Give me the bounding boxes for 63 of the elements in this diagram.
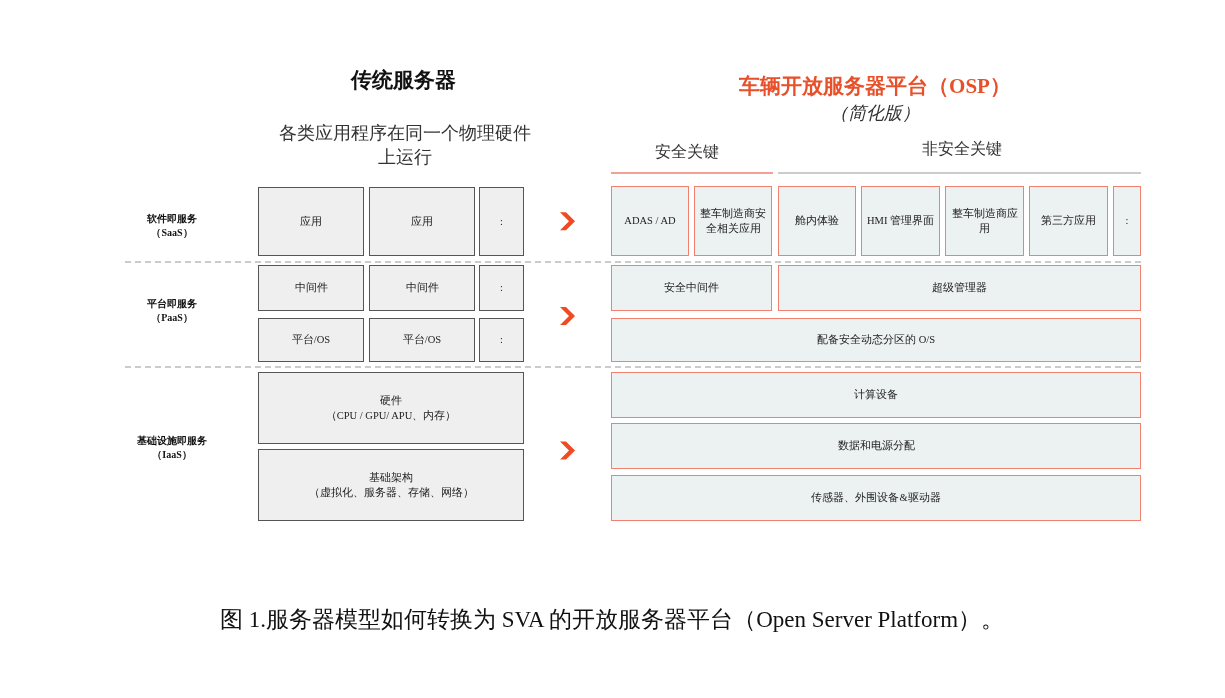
- subheading: （简化版）: [829, 102, 921, 125]
- box-label: 数据和电源分配: [837, 439, 915, 454]
- box-label: 计算设备: [854, 388, 898, 403]
- box-label: 第三方应用: [1041, 214, 1096, 229]
- box-label: （虚拟化、服务器、存储、网络）: [308, 486, 474, 500]
- box-label: 整车制造商安全相关应用: [699, 206, 767, 236]
- box-label: 整车制造商应用: [950, 206, 1019, 236]
- layer-box: [258, 187, 364, 256]
- box-label: （CPU / GPU/ APU、内存）: [325, 409, 457, 423]
- box-label: 安全中间件: [664, 281, 719, 296]
- layer-box: [611, 186, 689, 256]
- box-label: HMI 管理界面: [866, 214, 934, 229]
- box-label: 应用: [411, 214, 433, 229]
- layer-box: [369, 265, 475, 311]
- box-label: :: [500, 333, 503, 348]
- layer-box: [1029, 186, 1108, 256]
- box-label: 平台/OS: [291, 333, 331, 348]
- box-label: 中间件: [405, 281, 439, 296]
- layer-box: [479, 265, 524, 311]
- layer-label: 基础设施即服务（IaaS）: [136, 434, 208, 461]
- layer-box: [369, 318, 475, 362]
- layer-box: [861, 186, 940, 256]
- layer-box: [611, 318, 1141, 362]
- subheading: 各类应用程序在同一个物理硬件上运行: [278, 122, 532, 170]
- layer-box: [611, 475, 1141, 521]
- layer-box: [611, 423, 1141, 469]
- chevron-arrow: [560, 307, 575, 325]
- layer-label: 平台即服务（PaaS）: [146, 297, 198, 324]
- box-label: 应用: [300, 214, 322, 229]
- section-heading: 传统服务器: [349, 67, 457, 94]
- layer-box: [258, 372, 524, 444]
- box-label: ADAS / AD: [624, 214, 676, 229]
- layer-box: [1113, 186, 1141, 256]
- box-label: :: [1125, 214, 1129, 229]
- layer-box: [611, 265, 772, 311]
- layer-box: [611, 372, 1141, 418]
- box-label: 基础架构: [369, 470, 413, 485]
- column-heading: 安全关键: [654, 142, 720, 162]
- layer-box: [258, 265, 364, 311]
- layer-box: [778, 265, 1141, 311]
- box-label: 中间件: [294, 281, 328, 296]
- box-label: 舱内体验: [795, 214, 839, 229]
- layer-box: [258, 318, 364, 362]
- box-label: 硬件: [380, 393, 402, 408]
- layer-box: [479, 187, 524, 256]
- layer-label: 软件即服务（SaaS）: [146, 212, 198, 239]
- box-label: :: [500, 281, 503, 296]
- layer-box: [945, 186, 1024, 256]
- chevron-arrow: [560, 441, 575, 460]
- box-label: 超级管理器: [932, 281, 987, 296]
- section-heading: 车辆开放服务器平台（OSP）: [738, 73, 1012, 100]
- layer-box: [479, 318, 524, 362]
- box-label: :: [500, 214, 503, 229]
- caption: 图 1.服务器模型如何转换为 SVA 的开放服务器平台（Open Server Platform）。: [218, 606, 1006, 634]
- layer-box: [694, 186, 772, 256]
- layer-box: [258, 449, 524, 521]
- box-label: 平台/OS: [402, 333, 442, 348]
- layer-box: [778, 186, 856, 256]
- box-label: 传感器、外围设备&驱动器: [811, 491, 941, 506]
- layer-box: [369, 187, 475, 256]
- box-label: 配备安全动态分区的 O/S: [817, 333, 935, 348]
- chevron-arrow: [560, 212, 575, 231]
- column-heading: 非安全关键: [921, 139, 1003, 159]
